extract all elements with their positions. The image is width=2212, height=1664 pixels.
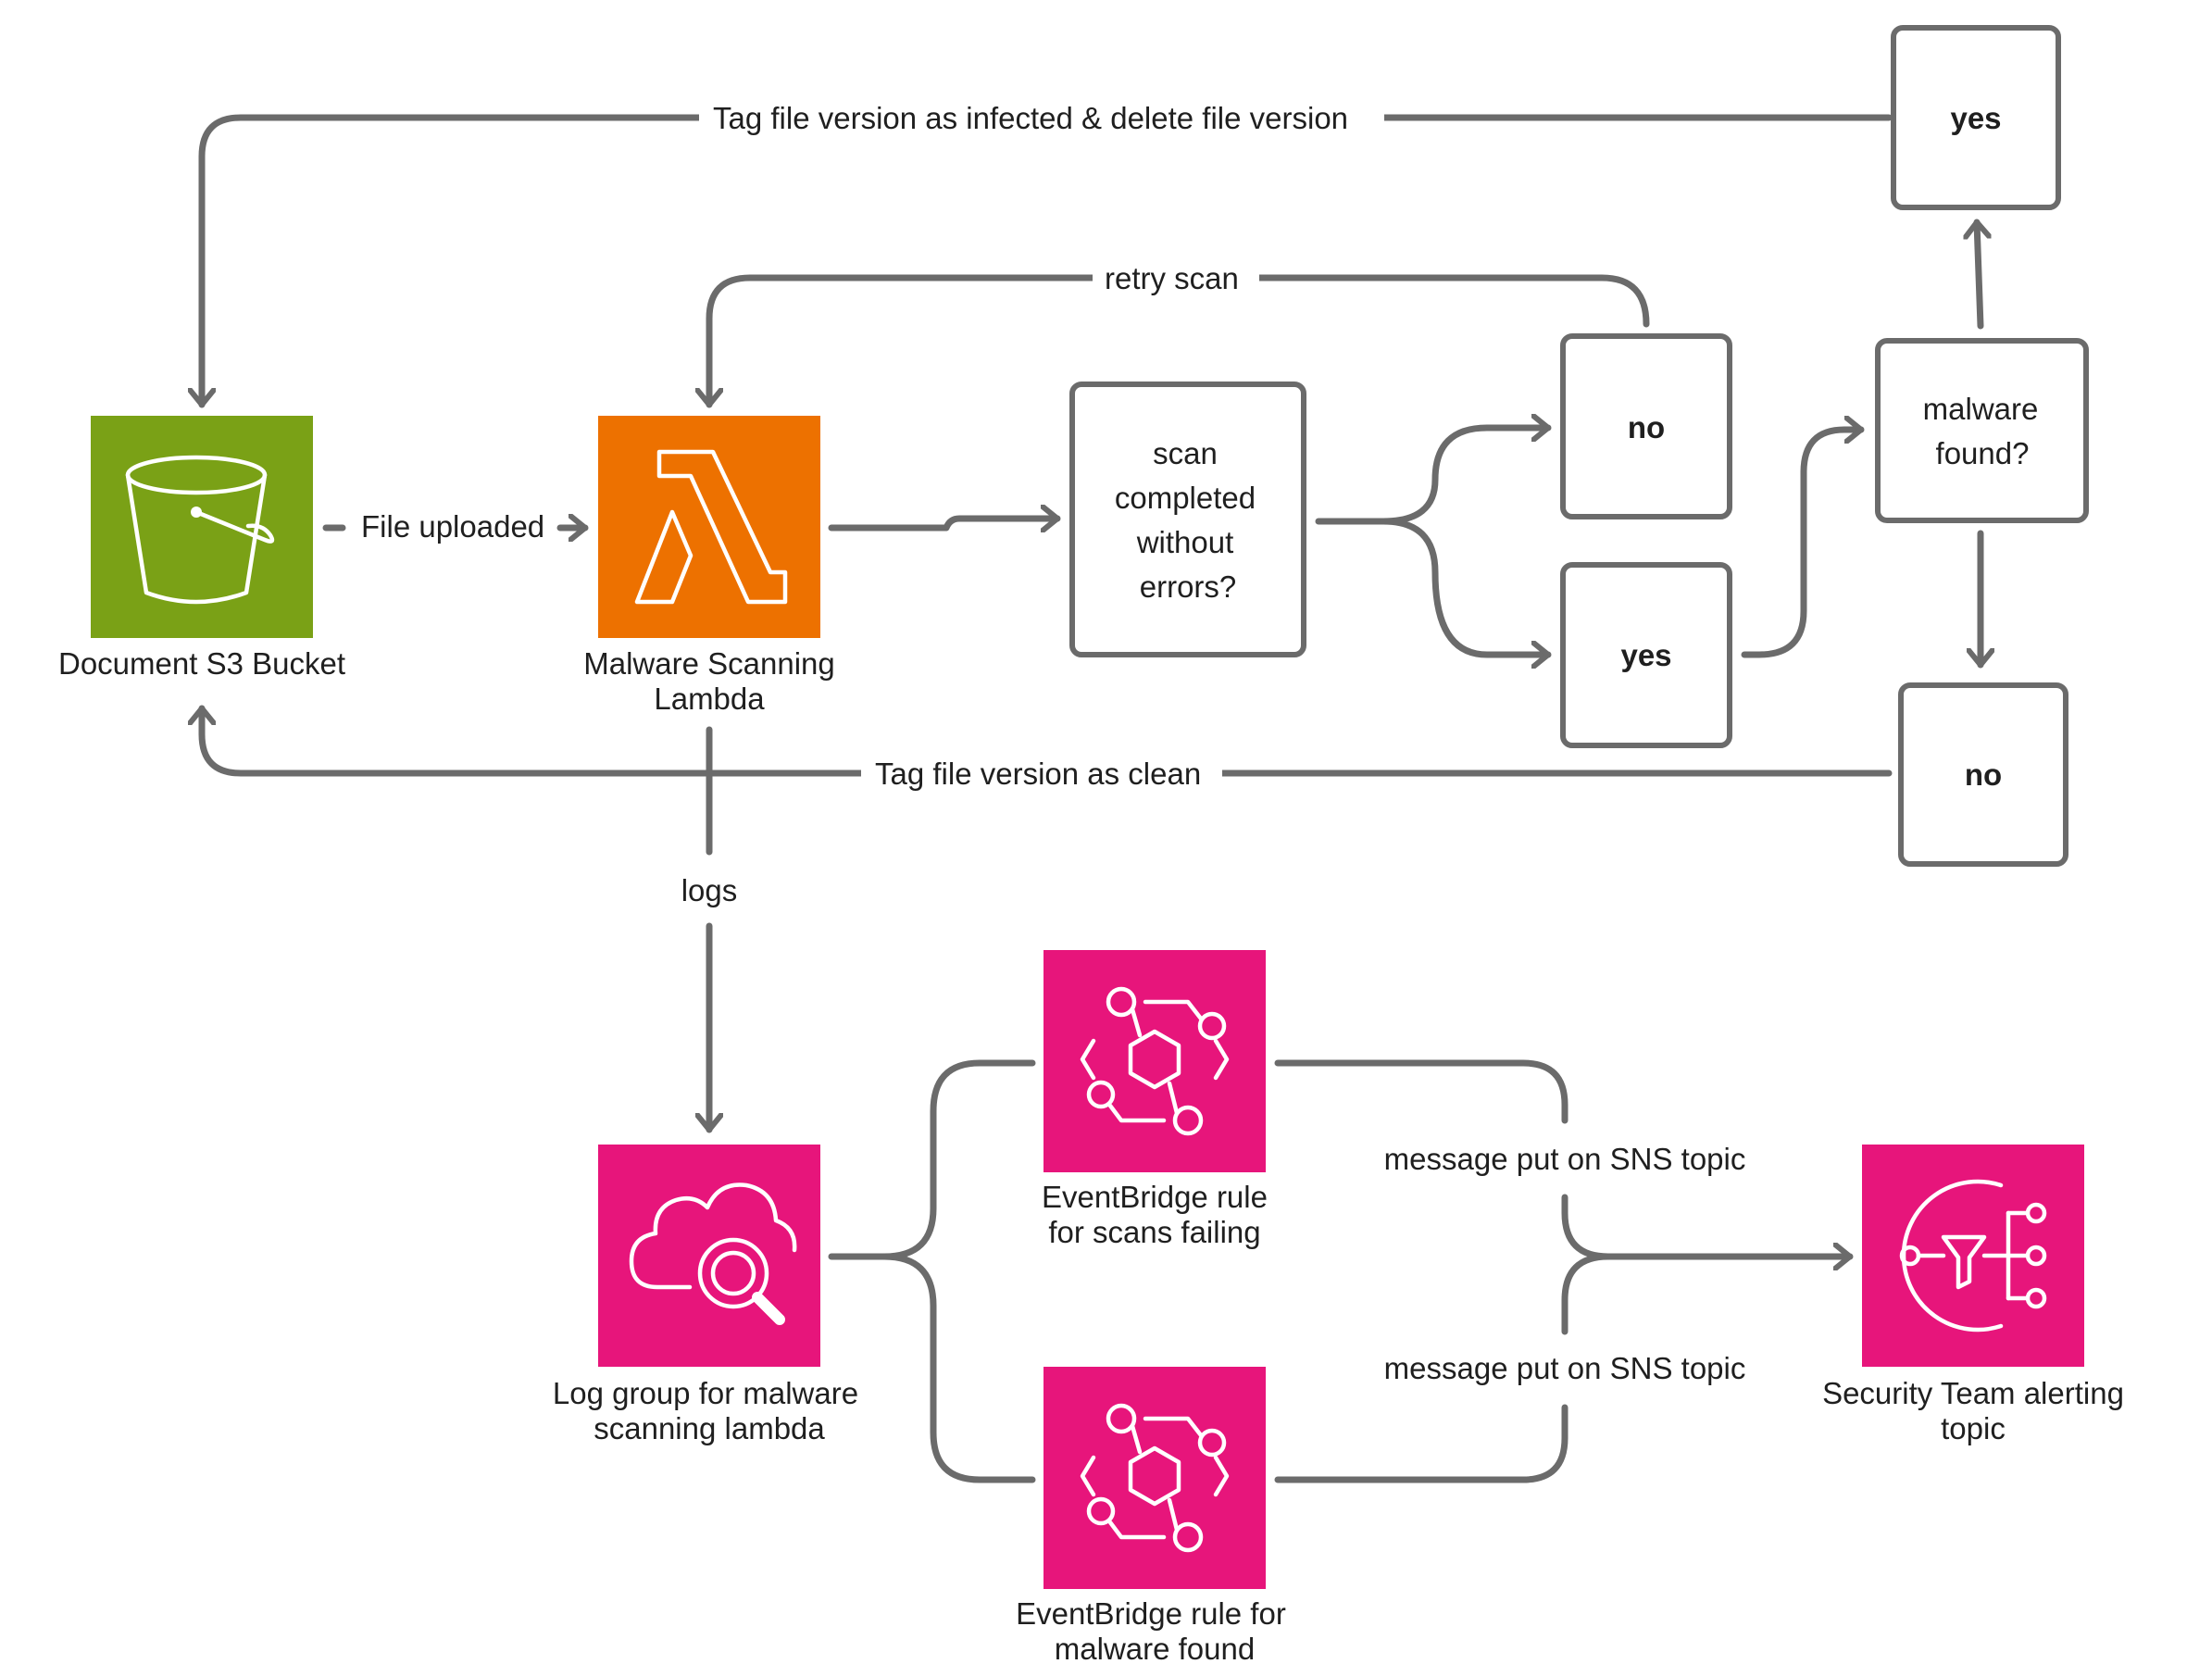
eventbridge-rule-icon bbox=[1080, 1403, 1230, 1553]
rule-scans-failing-label-1: EventBridge rule bbox=[1042, 1180, 1268, 1214]
label-retry-scan: retry scan bbox=[1105, 261, 1239, 295]
svg-text:no: no bbox=[1965, 757, 2002, 792]
lambda-tile bbox=[598, 416, 820, 638]
svg-text:without: without bbox=[1136, 525, 1234, 559]
lambda-label-1: Malware Scanning bbox=[583, 646, 834, 681]
edge-tag-infected bbox=[202, 114, 1893, 408]
rule-malware-found-tile bbox=[1044, 1367, 1266, 1589]
edge-tag-clean bbox=[202, 705, 1893, 777]
node-log-group: Log group for malware scanning lambda bbox=[553, 1145, 858, 1445]
node-rule-malware-found: EventBridge rule for malware found bbox=[1016, 1367, 1286, 1664]
decision-scan-yes: yes bbox=[1560, 562, 1732, 748]
edge-rule2-to-sns-b bbox=[1274, 1404, 1568, 1483]
log-group-label-2: scanning lambda bbox=[594, 1411, 825, 1445]
label-tag-infected: Tag file version as infected & delete fi… bbox=[713, 101, 1348, 135]
node-sns-topic: Security Team alerting topic bbox=[1822, 1145, 2124, 1445]
decision-scan-no: no bbox=[1560, 333, 1732, 519]
log-group-tile bbox=[598, 1145, 820, 1367]
s3-bucket-tile bbox=[91, 416, 313, 638]
svg-text:completed: completed bbox=[1115, 481, 1256, 515]
edge-lambda-to-decision bbox=[828, 519, 1061, 528]
edge-log-to-rules bbox=[828, 1059, 1036, 1260]
label-tag-clean: Tag file version as clean bbox=[875, 757, 1201, 791]
edge-rule1-to-sns-b bbox=[1561, 1194, 1854, 1257]
edge-rule1-to-sns-a bbox=[1274, 1059, 1568, 1124]
decision-scan-completed: scan completed without errors? bbox=[1069, 382, 1306, 657]
decision-malware-no: no bbox=[1898, 682, 2068, 867]
edge-decision-yes bbox=[1380, 518, 1552, 655]
node-rule-scans-failing: EventBridge rule for scans failing bbox=[1042, 950, 1268, 1249]
label-logs: logs bbox=[681, 873, 738, 907]
svg-text:scan: scan bbox=[1153, 436, 1218, 470]
svg-text:yes: yes bbox=[1950, 101, 2001, 135]
decision-malware-found: malware found? bbox=[1875, 338, 2089, 523]
lambda-label-2: Lambda bbox=[654, 682, 765, 716]
edge-malware-yes bbox=[1977, 219, 1981, 330]
svg-text:yes: yes bbox=[1620, 638, 1671, 672]
connectors bbox=[202, 114, 1981, 1483]
svg-text:errors?: errors? bbox=[1140, 569, 1237, 604]
node-lambda: Malware Scanning Lambda bbox=[583, 416, 835, 716]
label-file-uploaded: File uploaded bbox=[361, 509, 544, 544]
edge-labels: Tag file version as infected & delete fi… bbox=[361, 97, 1745, 1385]
s3-bucket-label: Document S3 Bucket bbox=[58, 646, 345, 681]
log-group-label-1: Log group for malware bbox=[553, 1376, 858, 1410]
eventbridge-rule-icon bbox=[1080, 986, 1230, 1136]
sns-topic-label-2: topic bbox=[1941, 1411, 2006, 1445]
node-s3-bucket: Document S3 Bucket bbox=[58, 416, 345, 681]
edge-yes-to-malware bbox=[1741, 430, 1865, 658]
lambda-icon bbox=[634, 449, 788, 605]
svg-text:malware: malware bbox=[1923, 392, 2039, 426]
edge-decision-no bbox=[1315, 428, 1552, 525]
rule-scans-failing-label-2: for scans failing bbox=[1048, 1215, 1260, 1249]
edge-log-to-rule-2 bbox=[881, 1253, 1036, 1483]
sns-topic-icon bbox=[1899, 1179, 2047, 1332]
edge-rule2-to-sns-a bbox=[1561, 1253, 1612, 1335]
rule-malware-found-label-2: malware found bbox=[1055, 1632, 1255, 1664]
cloudwatch-logs-icon bbox=[629, 1182, 797, 1325]
svg-text:found?: found? bbox=[1936, 436, 2030, 470]
rule-malware-found-label-1: EventBridge rule for bbox=[1016, 1596, 1286, 1631]
label-sns-message-2: message put on SNS topic bbox=[1384, 1351, 1746, 1385]
s3-bucket-icon bbox=[125, 455, 275, 605]
label-sns-message-1: message put on SNS topic bbox=[1384, 1142, 1746, 1176]
decision-malware-yes: yes bbox=[1891, 25, 2061, 210]
svg-text:no: no bbox=[1628, 410, 1665, 444]
rule-scans-failing-tile bbox=[1044, 950, 1266, 1172]
sns-topic-label-1: Security Team alerting bbox=[1822, 1376, 2124, 1410]
